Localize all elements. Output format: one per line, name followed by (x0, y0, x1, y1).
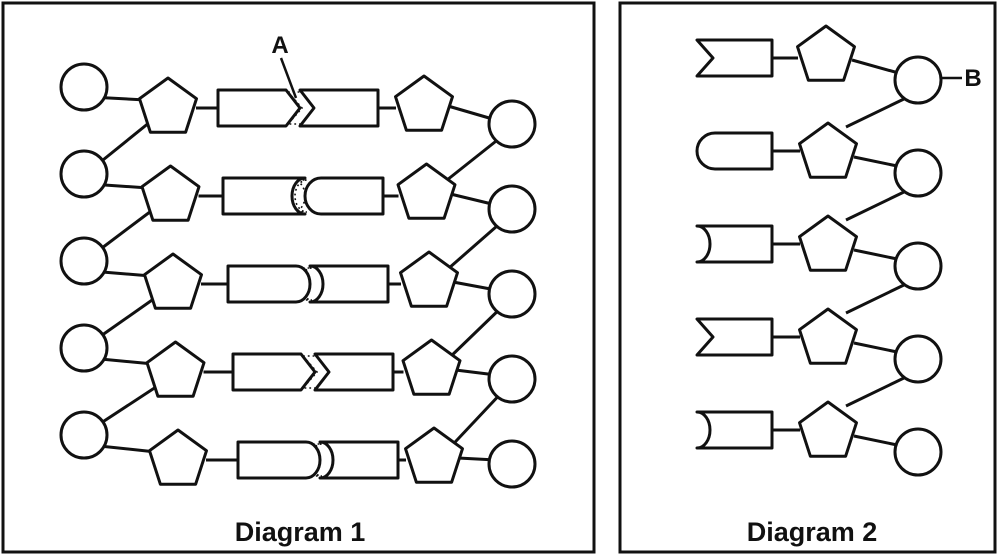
phosphate-circle (487, 99, 537, 149)
nitrogen-base-right (303, 176, 385, 216)
nitrogen-base-right (318, 440, 400, 480)
nitrogen-base-right (298, 88, 380, 128)
phosphate-circle (893, 334, 943, 384)
backbone-bond (845, 282, 907, 315)
diagram-2-caption: Diagram 2 (747, 517, 878, 547)
sugar-pentagon (143, 252, 203, 310)
nitrogen-base (695, 410, 774, 450)
backbone-bond (448, 387, 507, 450)
backbone-bond (445, 302, 507, 362)
nitrogen-base-right (313, 352, 395, 392)
sugar-pentagon (396, 162, 457, 220)
phosphate-circle (893, 427, 943, 477)
phosphate-circle (59, 410, 109, 460)
nitrogen-base (695, 224, 774, 264)
label-b: B (964, 65, 981, 92)
phosphate-circle (59, 62, 109, 112)
backbone-bond (853, 434, 903, 448)
sugar-pentagon (148, 428, 208, 486)
sugar-pentagon (401, 338, 462, 396)
backbone-bond (97, 296, 156, 340)
phosphate-circle (487, 184, 537, 234)
backbone-bond (853, 248, 903, 262)
nitrogen-base-left (231, 352, 317, 392)
backbone-bond (97, 120, 151, 166)
sugar-pentagon (796, 24, 856, 82)
backbone-bond (97, 384, 159, 427)
backbone-bond (853, 341, 903, 355)
diagram-1-double-strand (59, 62, 537, 489)
sugar-pentagon (798, 307, 858, 365)
backbone-bond (845, 96, 907, 129)
nitrogen-base (695, 38, 774, 78)
sugar-pentagon (798, 121, 858, 179)
hydrogen-bond (292, 179, 308, 213)
sugar-pentagon (394, 74, 454, 132)
backbone-bond (443, 217, 506, 274)
nitrogen-base (695, 317, 774, 357)
sugar-pentagon (145, 340, 206, 398)
backbone-bond (97, 208, 154, 253)
sugar-pentagon (404, 426, 464, 484)
phosphate-circle (487, 439, 537, 489)
backbone-bond (853, 155, 903, 169)
sugar-pentagon (798, 214, 858, 272)
sugar-pentagon (138, 76, 198, 134)
backbone-bond (845, 375, 907, 408)
backbone-bond (441, 132, 506, 186)
backbone-bond (447, 104, 497, 122)
sugar-pentagon (140, 164, 201, 222)
diagram-1-caption: Diagram 1 (235, 517, 366, 547)
nitrogen-base-left (216, 88, 302, 128)
phosphate-circle (893, 241, 943, 291)
phosphate-circle (893, 55, 943, 105)
backbone-bond (851, 58, 903, 76)
nitrogen-base-right (308, 264, 390, 304)
nitrogen-base (695, 131, 774, 171)
nitrogen-base-left (221, 176, 307, 216)
phosphate-circle (893, 148, 943, 198)
phosphate-circle (487, 354, 537, 404)
sugar-pentagon (798, 400, 858, 458)
phosphate-circle (59, 323, 109, 373)
label-a-pointer (279, 57, 298, 99)
phosphate-circle (487, 269, 537, 319)
phosphate-circle (59, 149, 109, 199)
nitrogen-base-left (236, 440, 322, 480)
sugar-pentagon (399, 250, 459, 308)
backbone-bond (845, 189, 907, 222)
diagram-2-single-strand (695, 24, 943, 477)
nitrogen-base-left (226, 264, 312, 304)
label-a: A (271, 32, 288, 59)
phosphate-circle (59, 236, 109, 286)
